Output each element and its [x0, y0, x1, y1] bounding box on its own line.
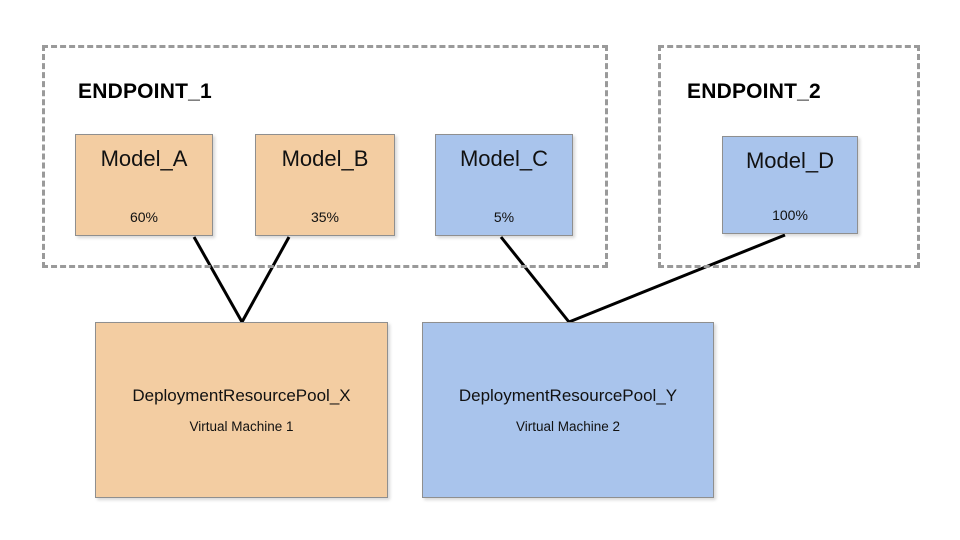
- pool-subtitle-label: Virtual Machine 1: [189, 418, 294, 434]
- model-node-model-d[interactable]: Model_D 100%: [722, 136, 858, 234]
- pool-name-label: DeploymentResourcePool_Y: [458, 386, 678, 406]
- model-name-label: Model_D: [745, 148, 835, 173]
- pool-subtitle-label: Virtual Machine 2: [515, 418, 621, 434]
- model-name-label: Model_A: [100, 146, 188, 171]
- endpoint-group-2[interactable]: [658, 45, 920, 268]
- model-traffic-percent: 100%: [772, 207, 808, 223]
- model-traffic-percent: 35%: [310, 209, 340, 225]
- model-node-model-a[interactable]: Model_A 60%: [75, 134, 213, 236]
- endpoint-label-1: ENDPOINT_1: [78, 80, 212, 103]
- model-traffic-percent: 5%: [493, 209, 515, 225]
- model-name-label: Model_B: [281, 146, 369, 171]
- model-node-model-c[interactable]: Model_C 5%: [435, 134, 573, 236]
- model-name-label: Model_C: [459, 146, 549, 171]
- pool-name-label: DeploymentResourcePool_X: [132, 386, 351, 406]
- endpoint-label-2: ENDPOINT_2: [687, 80, 821, 103]
- model-traffic-percent: 60%: [129, 209, 159, 225]
- endpoint-group-1[interactable]: [42, 45, 608, 268]
- pool-node-deploymentresourcepool-x[interactable]: DeploymentResourcePool_X Virtual Machine …: [95, 322, 388, 498]
- model-node-model-b[interactable]: Model_B 35%: [255, 134, 395, 236]
- pool-node-deploymentresourcepool-y[interactable]: DeploymentResourcePool_Y Virtual Machine …: [422, 322, 714, 498]
